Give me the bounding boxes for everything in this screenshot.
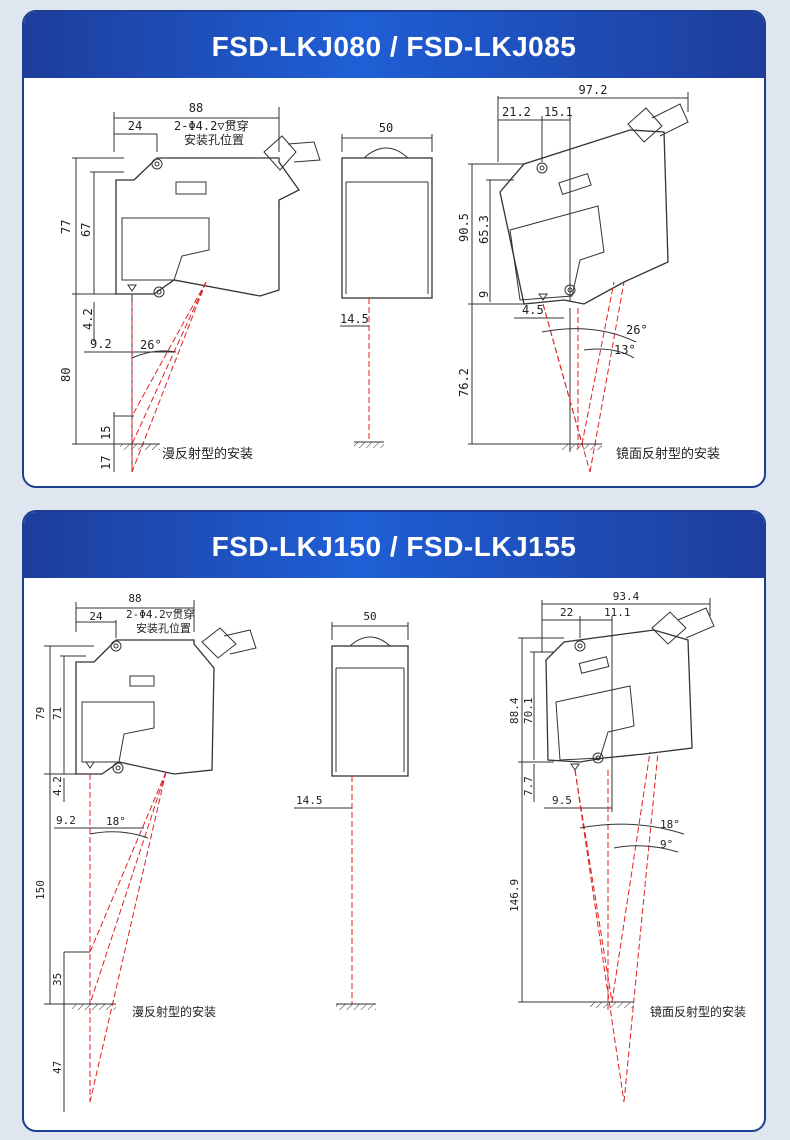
label-diffuse: 漫反射型的安装 (162, 446, 253, 462)
dim-47: 47 (51, 1061, 64, 1074)
dim-80: 80 (59, 368, 73, 382)
hole-label-2: 安装孔位置 (136, 621, 191, 635)
label-mirror: 镜面反射型的安装 (650, 1004, 746, 1019)
dim-7-7: 7.7 (522, 776, 535, 796)
dim-97-2: 97.2 (579, 83, 608, 97)
left-view-diffuse-2 (44, 600, 257, 1112)
dim-15: 15 (99, 426, 113, 440)
label-mirror: 镜面反射型的安装 (616, 446, 720, 462)
dim-90-5: 90.5 (457, 213, 471, 242)
panel-title: FSD-LKJ150 / FSD-LKJ155 (24, 512, 764, 578)
dim-93-4: 93.4 (613, 590, 640, 603)
dim-11-1: 11.1 (604, 606, 631, 619)
dim-14-5: 14.5 (296, 794, 323, 807)
dim-4-2: 4.2 (81, 308, 95, 330)
dim-65-3: 65.3 (477, 215, 491, 244)
dim-21-2: 21.2 (502, 105, 531, 119)
ground-hatch-middle-2 (336, 1004, 376, 1010)
right-view-mirror (468, 92, 689, 452)
dim-71: 71 (51, 707, 64, 720)
angle-9: 9° (660, 838, 673, 851)
dim-79: 79 (34, 707, 47, 720)
ground-hatch-right-2 (590, 1002, 634, 1008)
dim-35: 35 (51, 973, 64, 986)
panel-title: FSD-LKJ080 / FSD-LKJ085 (24, 12, 764, 78)
middle-view (340, 134, 433, 327)
panel-lkj150: FSD-LKJ150 / FSD-LKJ155 (22, 510, 766, 1132)
panel-lkj080: FSD-LKJ080 / FSD-LKJ085 (22, 10, 766, 488)
middle-view-2 (294, 622, 409, 809)
dim-70-1: 70.1 (522, 698, 535, 725)
dim-17: 17 (99, 456, 113, 470)
drawing-lkj080: 88 24 2-Φ4.2▽贯穿 安装孔位置 77 67 4.2 9.2 26° … (59, 83, 720, 473)
angle-18: 18° (106, 815, 126, 828)
label-diffuse: 漫反射型的安装 (132, 1004, 216, 1019)
left-beams-2 (89, 771, 167, 1103)
dim-4-5: 4.5 (522, 303, 544, 317)
angle-13: 13° (614, 343, 636, 357)
dim-9: 9 (477, 291, 491, 298)
dim-9-2: 9.2 (90, 337, 112, 351)
dim-88: 88 (128, 592, 141, 605)
dim-150: 150 (34, 880, 47, 900)
dim-24: 24 (89, 610, 103, 623)
right-view-mirror-2 (518, 598, 715, 1003)
dim-50: 50 (363, 610, 376, 623)
dim-9-2: 9.2 (56, 814, 76, 827)
dim-76-2: 76.2 (457, 368, 471, 397)
dim-15-1: 15.1 (544, 105, 573, 119)
left-beams (131, 281, 207, 473)
hole-label: 2-Φ4.2▽贯穿 (174, 118, 249, 133)
right-beams-2 (574, 751, 659, 1103)
ground-hatch-middle (354, 442, 384, 448)
dim-50: 50 (379, 121, 393, 135)
angle-18-mirror: 18° (660, 818, 680, 831)
hole-label-2: 安装孔位置 (184, 132, 244, 147)
dim-4-2: 4.2 (51, 776, 64, 796)
angle-26-mirror: 26° (626, 323, 648, 337)
dim-88-4: 88.4 (508, 697, 521, 724)
dim-14-5: 14.5 (340, 312, 369, 326)
dim-77: 77 (59, 220, 73, 234)
drawing-lkj150: 88 24 2-Φ4.2▽贯穿 安装孔位置 79 71 4.2 9.2 18° … (34, 590, 746, 1112)
dim-22: 22 (560, 606, 573, 619)
hole-label: 2-Φ4.2▽贯穿 (126, 607, 194, 621)
dim-146-9: 146.9 (508, 879, 521, 912)
dim-88: 88 (189, 101, 203, 115)
dim-24: 24 (128, 119, 142, 133)
ground-hatch-left-2 (72, 1004, 116, 1010)
ground-hatch-left (120, 444, 160, 450)
angle-26: 26° (140, 338, 162, 352)
dim-67: 67 (79, 223, 93, 237)
ground-hatch-right (562, 444, 602, 450)
dim-9-5: 9.5 (552, 794, 572, 807)
left-view-diffuse (72, 107, 321, 472)
